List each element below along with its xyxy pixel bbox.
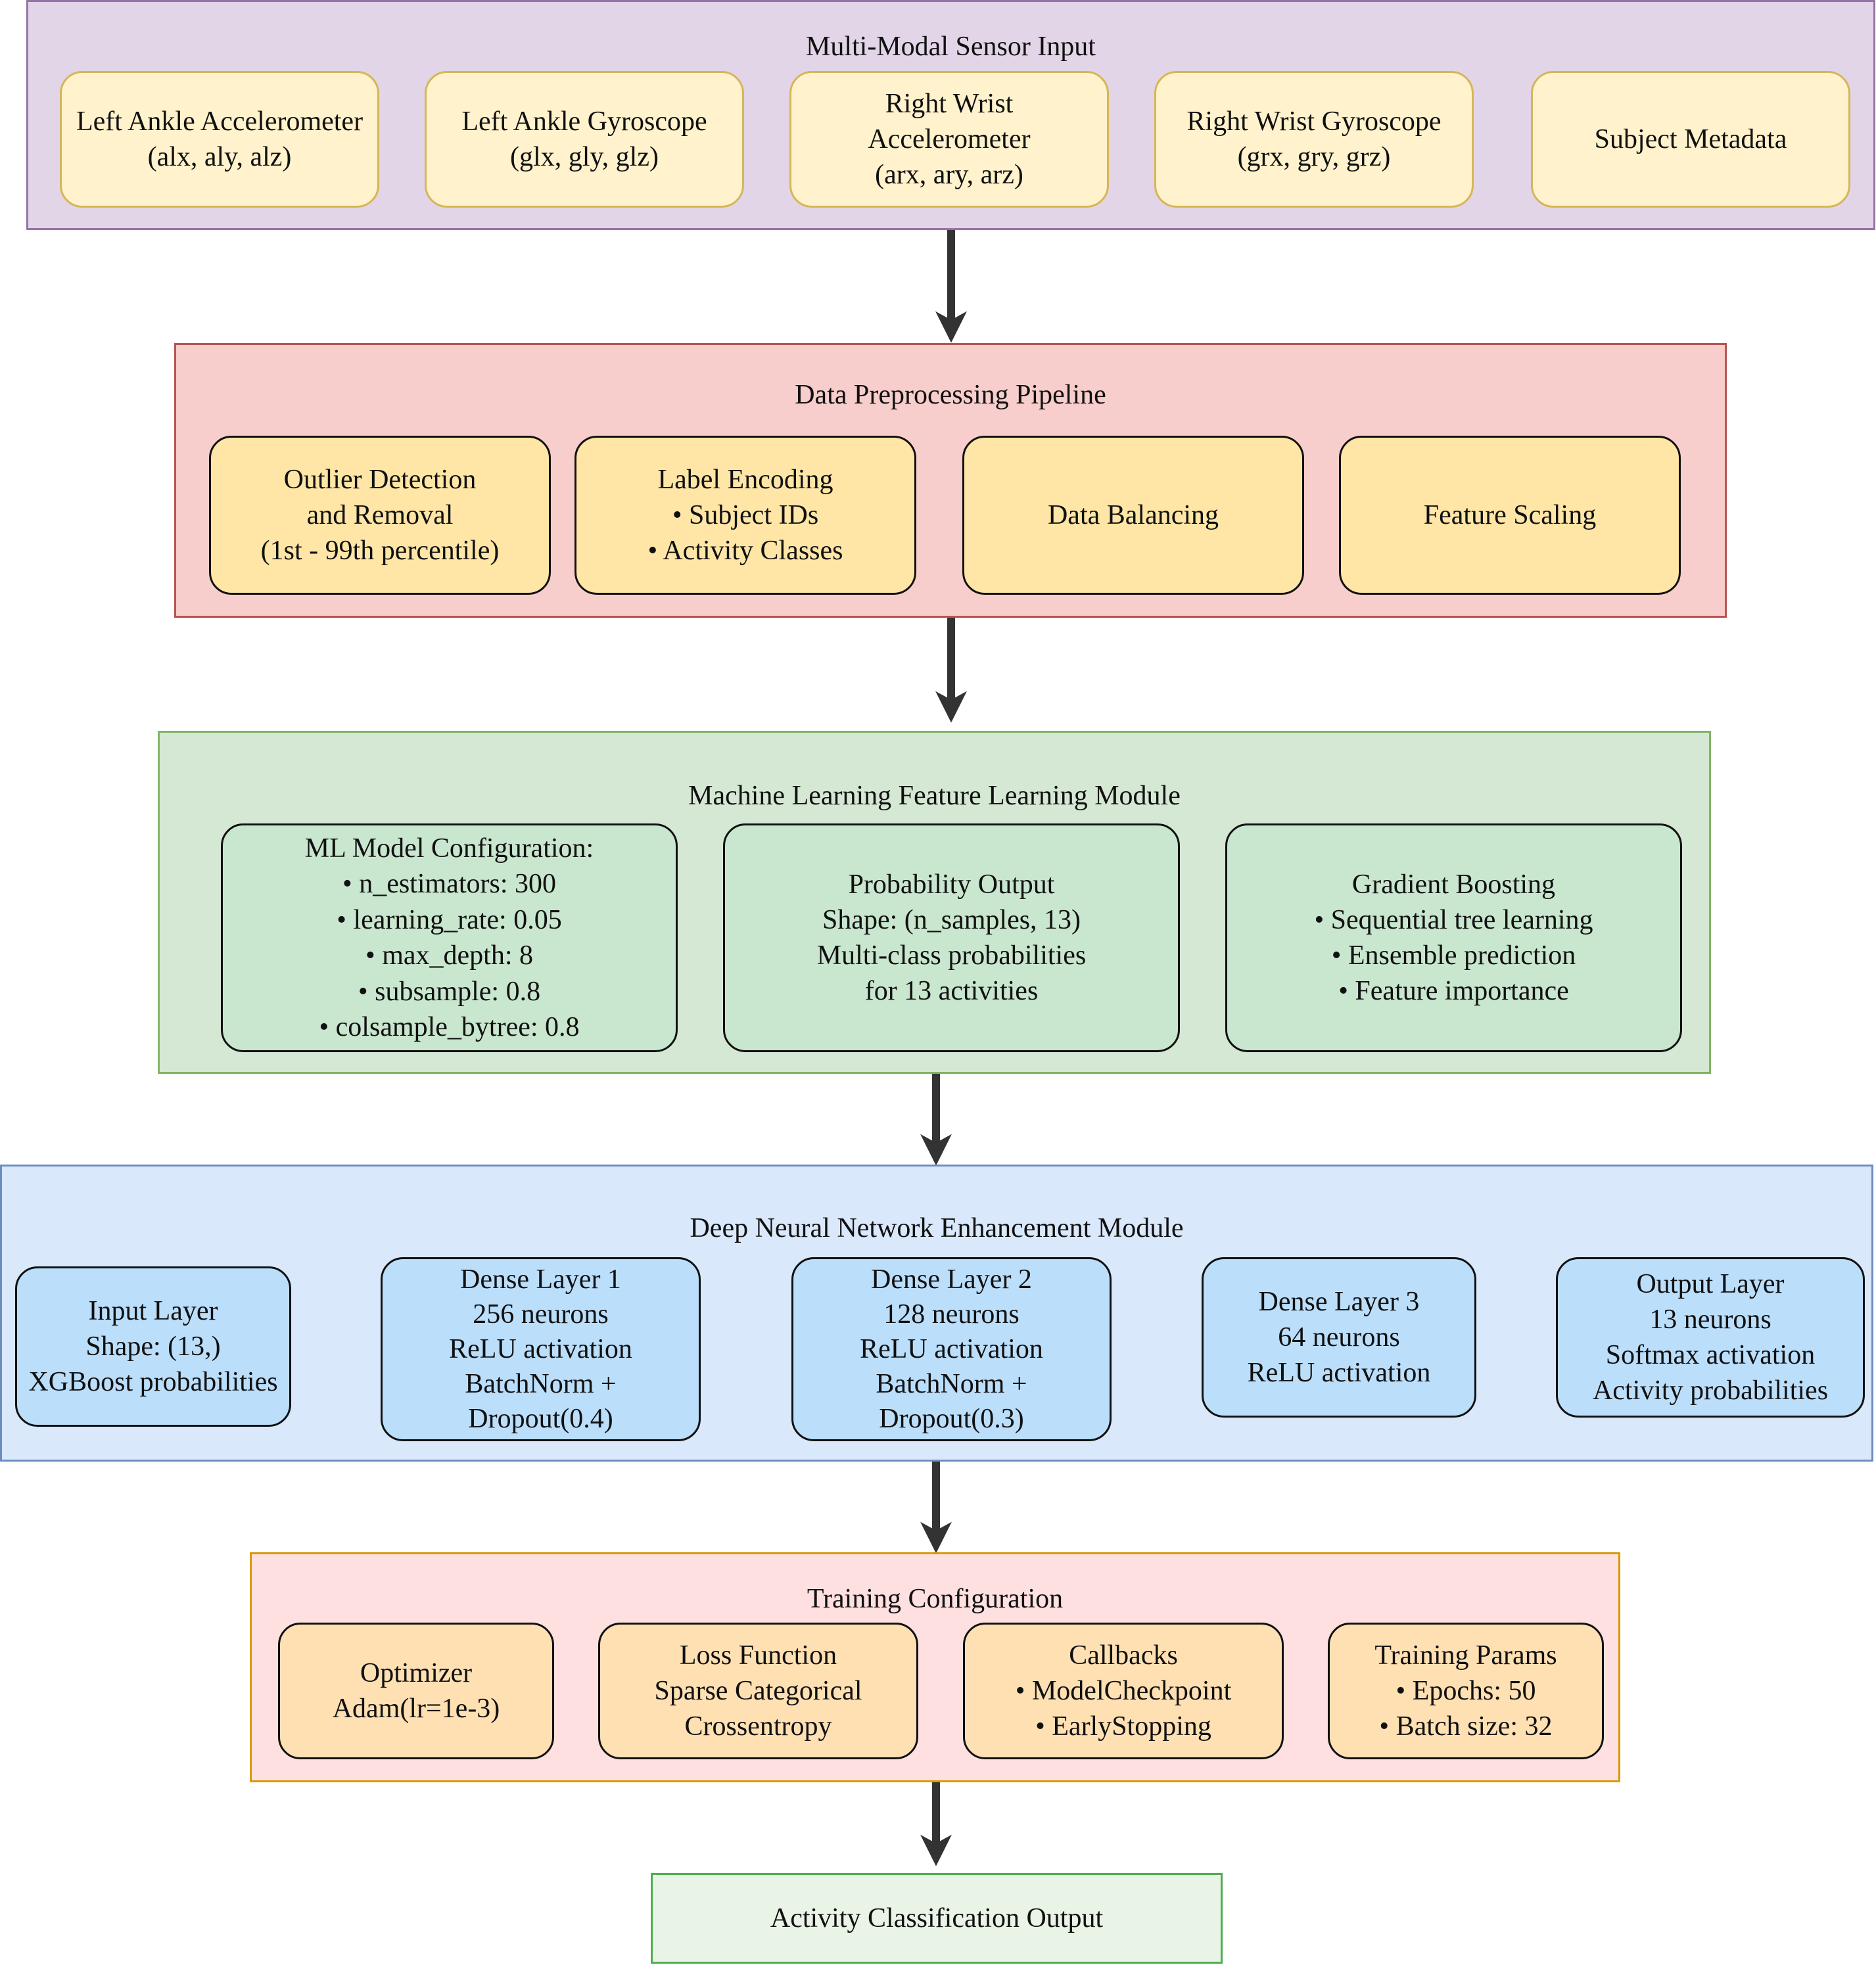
box-line: • Sequential tree learning <box>1314 905 1593 935</box>
sensor-input-panel-title: Multi-Modal Sensor Input <box>806 32 1096 62</box>
box-line: for 13 activities <box>864 976 1039 1006</box>
box-line: Left Ankle Accelerometer <box>76 106 363 137</box>
box-line: Callbacks <box>1069 1640 1178 1671</box>
box-line: • Batch size: 32 <box>1379 1711 1553 1742</box>
subject-metadata-box: Subject Metadata <box>1531 71 1850 208</box>
callbacks-box: Callbacks • ModelCheckpoint • EarlyStopp… <box>963 1623 1284 1759</box>
box-line: • EarlyStopping <box>1035 1711 1211 1742</box>
output-layer-box: Output Layer 13 neurons Softmax activati… <box>1556 1257 1865 1418</box>
preprocessing-panel: Data Preprocessing Pipeline Outlier Dete… <box>174 343 1727 618</box>
ml-model-configuration-box: ML Model Configuration: • n_estimators: … <box>221 823 678 1052</box>
box-line: • max_depth: 8 <box>365 940 533 971</box>
dense-layer-2-box: Dense Layer 2 128 neurons ReLU activatio… <box>791 1257 1112 1441</box>
box-line: BatchNorm + <box>876 1368 1027 1399</box>
box-line: Right Wrist Gyroscope <box>1186 106 1442 137</box>
box-line: Feature Scaling <box>1423 500 1597 530</box>
box-line: Subject Metadata <box>1594 124 1787 154</box>
gradient-boosting-box: Gradient Boosting • Sequential tree lear… <box>1225 823 1682 1052</box>
training-configuration-panel-title: Training Configuration <box>807 1584 1064 1614</box>
right-wrist-gyroscope-box: Right Wrist Gyroscope (grx, gry, grz) <box>1154 71 1474 208</box>
box-line: Loss Function <box>679 1640 837 1671</box>
box-line: Crossentropy <box>684 1711 832 1742</box>
label-encoding-box: Label Encoding • Subject IDs • Activity … <box>575 436 916 595</box>
probability-output-box: Probability Output Shape: (n_samples, 13… <box>723 823 1180 1052</box>
box-line: • ModelCheckpoint <box>1015 1676 1232 1706</box>
box-line: • Ensemble prediction <box>1331 940 1576 971</box>
activity-classification-output-panel: Activity Classification Output <box>651 1873 1223 1964</box>
box-line: Adam(lr=1e-3) <box>332 1694 500 1724</box>
activity-classification-output-label: Activity Classification Output <box>770 1903 1104 1933</box>
box-line: • Epochs: 50 <box>1395 1676 1536 1706</box>
box-line: Training Params <box>1374 1640 1557 1671</box>
box-line: and Removal <box>306 500 454 530</box>
input-layer-box: Input Layer Shape: (13,) XGBoost probabi… <box>15 1266 291 1427</box>
left-ankle-gyroscope-box: Left Ankle Gyroscope (glx, gly, glz) <box>425 71 744 208</box>
box-line: Dense Layer 3 <box>1258 1287 1420 1317</box>
outlier-detection-box: Outlier Detection and Removal (1st - 99t… <box>209 436 551 595</box>
box-line: • colsample_bytree: 0.8 <box>319 1012 580 1042</box>
box-line: 256 neurons <box>473 1299 609 1329</box>
right-wrist-accelerometer-box: Right Wrist Accelerometer (arx, ary, arz… <box>789 71 1109 208</box>
box-line: Label Encoding <box>657 465 833 495</box>
dense-layer-1-box: Dense Layer 1 256 neurons ReLU activatio… <box>381 1257 701 1441</box>
training-params-box: Training Params • Epochs: 50 • Batch siz… <box>1328 1623 1604 1759</box>
box-line: ReLU activation <box>1247 1358 1431 1388</box>
box-line: • n_estimators: 300 <box>342 869 556 899</box>
box-line: • Feature importance <box>1338 976 1569 1006</box>
box-line: Dropout(0.4) <box>468 1403 613 1434</box>
dnn-enhancement-panel-title: Deep Neural Network Enhancement Module <box>690 1213 1184 1243</box>
ml-feature-learning-panel: Machine Learning Feature Learning Module… <box>158 731 1711 1074</box>
preprocessing-panel-title: Data Preprocessing Pipeline <box>795 380 1106 410</box>
box-line: Dropout(0.3) <box>879 1403 1024 1434</box>
loss-function-box: Loss Function Sparse Categorical Crossen… <box>598 1623 918 1759</box>
box-line: 13 neurons <box>1649 1305 1771 1335</box>
box-line: Gradient Boosting <box>1351 869 1556 900</box>
box-line: • Subject IDs <box>672 500 819 530</box>
sensor-input-panel: Multi-Modal Sensor Input Left Ankle Acce… <box>26 0 1875 230</box>
box-line: (1st - 99th percentile) <box>260 536 500 566</box>
box-line: (alx, aly, alz) <box>147 142 292 172</box>
box-line: Optimizer <box>360 1658 473 1688</box>
box-line: Activity probabilities <box>1592 1376 1829 1406</box>
data-balancing-box: Data Balancing <box>962 436 1304 595</box>
box-line: (glx, gly, glz) <box>510 142 659 172</box>
box-line: Dense Layer 2 <box>871 1264 1032 1295</box>
box-line: ReLU activation <box>449 1333 632 1364</box>
box-line: • learning_rate: 0.05 <box>337 904 562 935</box>
box-line: Output Layer <box>1636 1269 1785 1299</box>
box-line: Data Balancing <box>1047 500 1219 530</box>
box-line: Softmax activation <box>1605 1340 1816 1370</box>
box-line: Dense Layer 1 <box>460 1264 621 1295</box>
box-line: Shape: (n_samples, 13) <box>822 905 1081 935</box>
box-line: Probability Output <box>848 869 1055 900</box>
box-line: Accelerometer <box>868 124 1031 154</box>
box-line: 64 neurons <box>1278 1322 1400 1352</box>
box-line: Left Ankle Gyroscope <box>461 106 707 137</box>
box-line: Input Layer <box>88 1296 218 1326</box>
dnn-enhancement-panel: Deep Neural Network Enhancement Module I… <box>0 1165 1873 1462</box>
training-configuration-panel: Training Configuration Optimizer Adam(lr… <box>250 1552 1620 1782</box>
box-line: Right Wrist <box>885 89 1014 119</box>
box-line: XGBoost probabilities <box>28 1367 278 1397</box>
box-line: Outlier Detection <box>283 465 477 495</box>
box-line: (arx, ary, arz) <box>875 160 1023 190</box>
box-line: Shape: (13,) <box>85 1331 221 1362</box>
dense-layer-3-box: Dense Layer 3 64 neurons ReLU activation <box>1202 1257 1476 1418</box>
box-line: Multi-class probabilities <box>816 940 1087 971</box>
ml-feature-learning-panel-title: Machine Learning Feature Learning Module <box>688 781 1181 811</box>
box-line: 128 neurons <box>883 1299 1020 1329</box>
box-line: BatchNorm + <box>465 1368 617 1399</box>
box-line: (grx, gry, grz) <box>1237 142 1391 172</box>
box-line: ReLU activation <box>860 1333 1043 1364</box>
box-line: ML Model Configuration: <box>304 833 594 864</box>
optimizer-box: Optimizer Adam(lr=1e-3) <box>278 1623 554 1759</box>
box-line: • Activity Classes <box>647 536 843 566</box>
left-ankle-accelerometer-box: Left Ankle Accelerometer (alx, aly, alz) <box>60 71 379 208</box>
feature-scaling-box: Feature Scaling <box>1339 436 1681 595</box>
box-line: Sparse Categorical <box>654 1676 862 1706</box>
box-line: • subsample: 0.8 <box>358 976 541 1007</box>
